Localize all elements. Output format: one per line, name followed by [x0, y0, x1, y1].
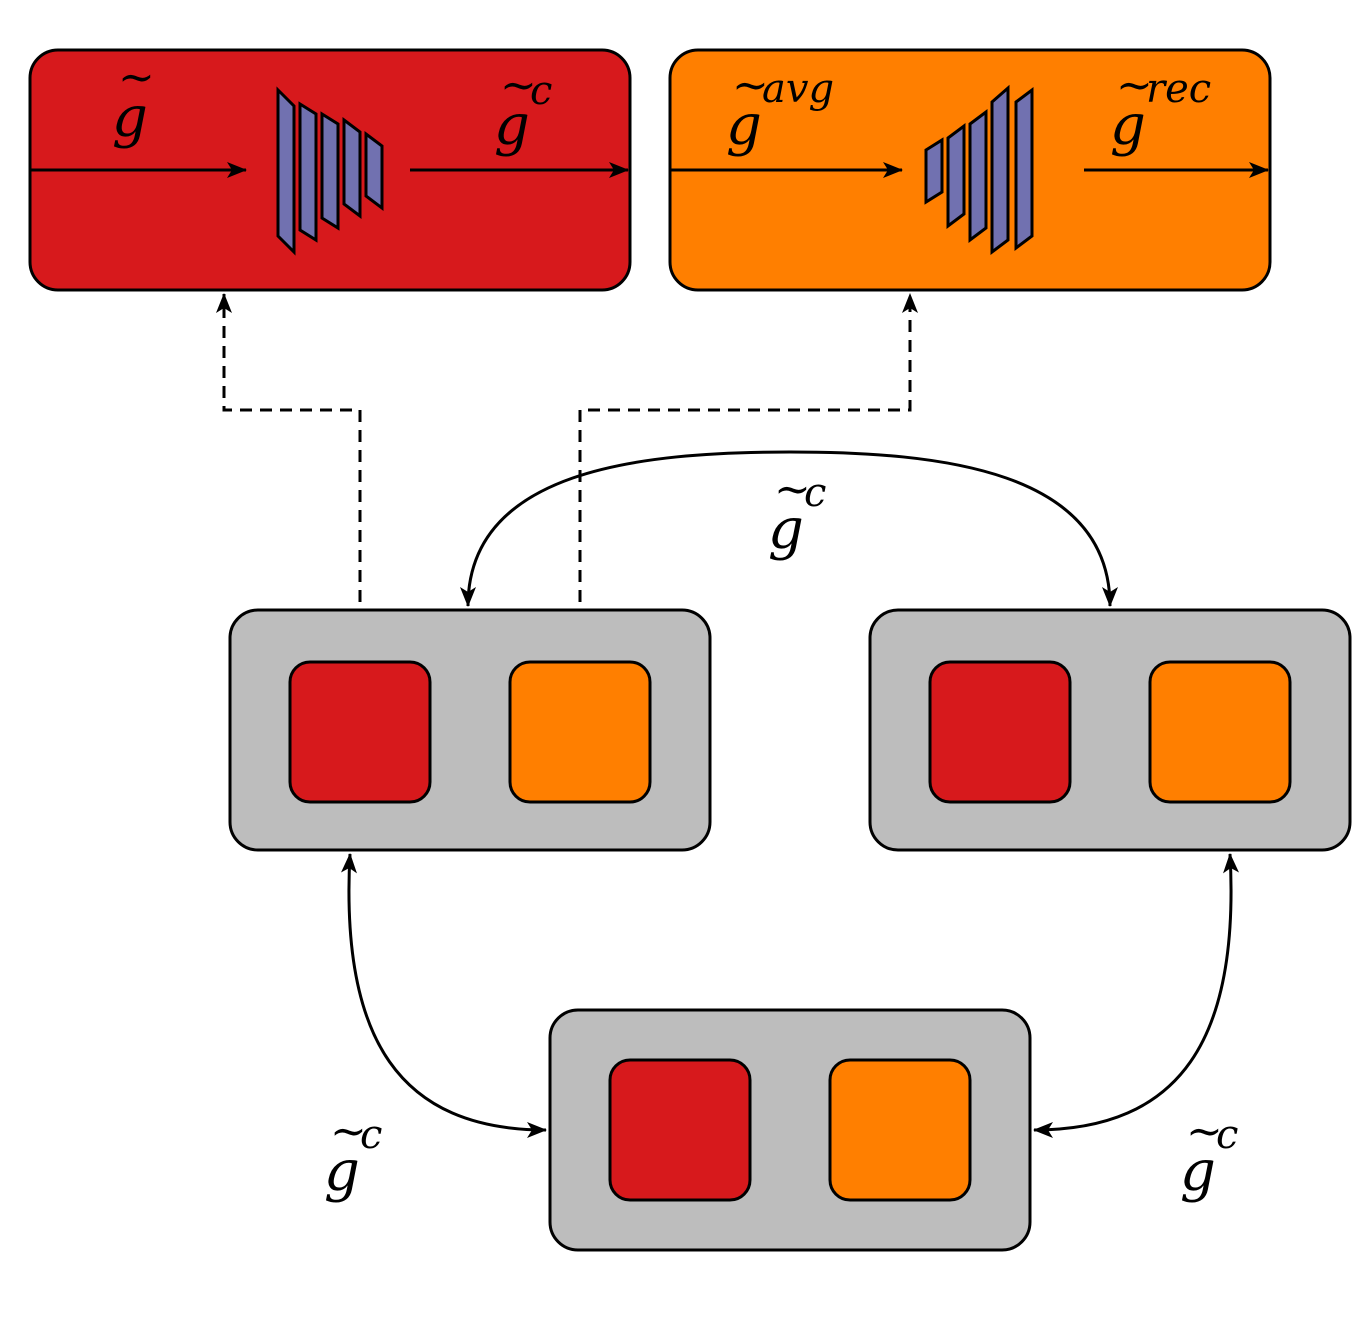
- svg-text:c: c: [1216, 1112, 1238, 1158]
- svg-text:c: c: [530, 68, 552, 114]
- svg-text:~: ~: [500, 60, 537, 111]
- svg-text:g: g: [112, 85, 148, 150]
- node-left: [228, 608, 712, 852]
- decoder-network-icon: [924, 84, 1034, 255]
- link-left-curve: [340, 853, 547, 1138]
- svg-text:g: g: [726, 93, 762, 158]
- svg-text:rec: rec: [1146, 66, 1211, 112]
- svg-text:g: g: [1110, 93, 1146, 158]
- decompressor-input-label: ~ g avg: [726, 60, 834, 158]
- node-right-compressor: [928, 660, 1072, 804]
- svg-text:g: g: [324, 1139, 360, 1204]
- node-left-compressor: [288, 660, 432, 804]
- compressor-dashed-link: [216, 293, 362, 662]
- node-right: [868, 608, 1352, 852]
- svg-text:~: ~: [1116, 60, 1153, 111]
- link-top-curve: [460, 450, 1118, 607]
- link-left-label: ~ g c: [324, 1106, 382, 1204]
- link-right-label: ~ g c: [1180, 1106, 1238, 1204]
- svg-text:~: ~: [118, 52, 155, 103]
- svg-text:g: g: [1180, 1139, 1216, 1204]
- link-right-curve: [1033, 853, 1240, 1138]
- svg-text:~: ~: [330, 1106, 367, 1157]
- compressor-input-label: ~ g: [112, 52, 155, 150]
- svg-text:g: g: [494, 93, 530, 158]
- svg-text:~: ~: [1186, 1106, 1223, 1157]
- node-bottom-decompressor: [828, 1058, 972, 1202]
- decompressor-output-label: ~ g rec: [1110, 60, 1211, 158]
- node-bottom-compressor: [608, 1058, 752, 1202]
- svg-text:c: c: [804, 470, 826, 516]
- node-left-decompressor: [508, 660, 652, 804]
- compressor-output-label: ~ g c: [494, 60, 552, 158]
- svg-text:c: c: [360, 1112, 382, 1158]
- svg-text:~: ~: [732, 60, 769, 111]
- svg-text:g: g: [768, 497, 804, 562]
- svg-text:~: ~: [774, 464, 811, 515]
- compressor-block: ~ g ~ g c: [28, 48, 632, 292]
- decompressor-block: ~ g avg ~ g rec: [668, 48, 1272, 292]
- svg-text:avg: avg: [762, 66, 834, 112]
- encoder-network-icon: [276, 86, 384, 256]
- node-right-decompressor: [1148, 660, 1292, 804]
- node-bottom: [548, 1008, 1032, 1252]
- decompressor-dashed-link: [578, 293, 918, 662]
- link-top-label: ~ g c: [768, 464, 826, 562]
